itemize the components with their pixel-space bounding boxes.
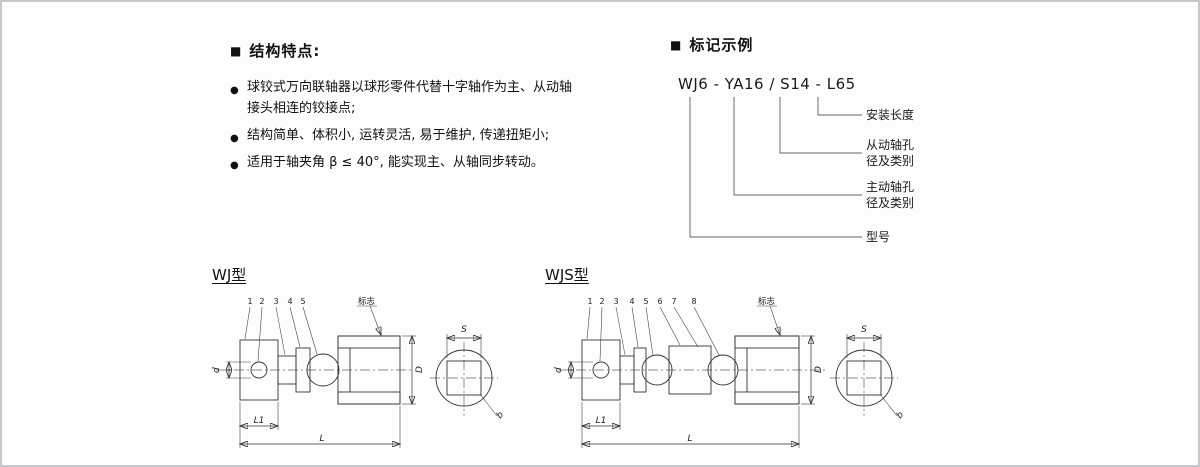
wj-dim-b: b [495,410,506,421]
marking-title: ■ 标记示例 [670,34,1000,55]
marking-section: ■ 标记示例 WJ6 - YA16 / S14 - L65 安装长度 从动轴孔 … [670,34,1000,255]
wjs-callout-1: 1 [587,297,592,306]
wjs-drawing-title: WJS型 [545,266,589,284]
marking-diagram: WJ6 - YA16 / S14 - L65 安装长度 从动轴孔 径及类别 主动… [678,75,914,244]
wj-dim-L1: L1 [254,416,265,426]
wj-callout-3: 3 [273,297,278,306]
wj-callout-4: 4 [287,297,292,306]
wjs-callout-4: 4 [629,297,634,306]
feature-item: ● 适用于轴夹角 β ≤ 40°, 能实现主、从轴同步转动。 [230,152,575,173]
wjs-callout-6: 6 [657,297,662,306]
wjs-callout-8: 8 [691,297,696,306]
label-install-length: 安装长度 [866,107,914,122]
wjs-dim-b: b [895,410,906,421]
marking-code: WJ6 - YA16 / S14 - L65 [678,75,856,93]
features-list: ● 球铰式万向联轴器以球形零件代替十字轴作为主、从动轴接头相连的铰接点; ● 结… [230,77,575,173]
wjs-callout-3: 3 [613,297,618,306]
square-marker-icon: ■ [230,43,243,58]
wj-technical-drawing: d D L1 L 1 2 3 4 5 [212,296,506,448]
feature-item: ● 结构简单、体积小, 运转灵活, 易于维护, 传递扭矩小; [230,125,575,146]
marking-labels: 安装长度 从动轴孔 径及类别 主动轴孔 径及类别 型号 [866,107,914,244]
feature-text: 球铰式万向联轴器以球形零件代替十字轴作为主、从动轴接头相连的铰接点; [247,80,573,116]
wj-mark-text: 标志 [358,296,376,307]
features-title-text: 结构特点: [249,42,321,60]
wj-front-view [216,335,414,405]
wj-dim-D: D [415,366,425,373]
wj-dim-S: S [461,325,467,335]
wjs-dim-L1: L1 [596,416,607,426]
label-driven-line2: 径及类别 [866,154,914,168]
bullet-icon: ● [230,160,239,171]
wjs-dim-L: L [687,434,692,444]
feature-item: ● 球铰式万向联轴器以球形零件代替十字轴作为主、从动轴接头相连的铰接点; [230,77,575,119]
bullet-icon: ● [230,85,239,96]
label-model: 型号 [866,230,890,244]
wj-callout-5: 5 [300,297,305,306]
wj-callout-2: 2 [259,297,264,306]
wj-dimensions: d D L1 L [212,336,425,448]
wj-callouts: 1 2 3 4 5 [244,297,318,362]
features-section: ■ 结构特点: ● 球铰式万向联轴器以球形零件代替十字轴作为主、从动轴接头相连的… [230,40,575,179]
bullet-icon: ● [230,133,239,144]
marking-leader-lines [689,97,862,238]
wjs-technical-drawing: d D L1 L 1 2 3 4 5 6 7 8 [554,296,906,448]
square-marker-icon: ■ [670,37,683,52]
wj-callout-1: 1 [247,297,252,306]
wjs-mark-label: 标志 [757,296,780,335]
feature-text: 结构简单、体积小, 运转灵活, 易于维护, 传递扭矩小; [247,128,550,143]
feature-text: 适用于轴夹角 β ≤ 40°, 能实现主、从轴同步转动。 [247,155,544,170]
wjs-callouts: 1 2 3 4 5 6 7 8 [586,297,720,362]
wjs-dim-D: D [814,366,824,373]
wjs-callout-2: 2 [599,297,604,306]
wj-side-view: S b [430,325,506,421]
label-driving-line1: 主动轴孔 [866,179,914,194]
features-title: ■ 结构特点: [230,40,575,61]
wjs-dim-S: S [861,325,867,335]
label-driving-line2: 径及类别 [866,196,914,210]
marking-title-text: 标记示例 [689,36,754,54]
wj-mark-label: 标志 [357,296,381,335]
wjs-callout-7: 7 [671,297,676,306]
wjs-side-view: S b [830,325,906,421]
label-driven-line1: 从动轴孔 [866,137,914,152]
wj-dim-L: L [319,434,324,444]
wj-dim-d: d [212,367,222,373]
wjs-dim-d: d [554,367,564,373]
wj-drawing-title: WJ型 [212,266,247,284]
wjs-mark-text: 标志 [758,296,776,307]
wjs-front-view [558,335,828,405]
wjs-callout-5: 5 [643,297,648,306]
wjs-dimensions: d D L1 L [554,336,824,448]
